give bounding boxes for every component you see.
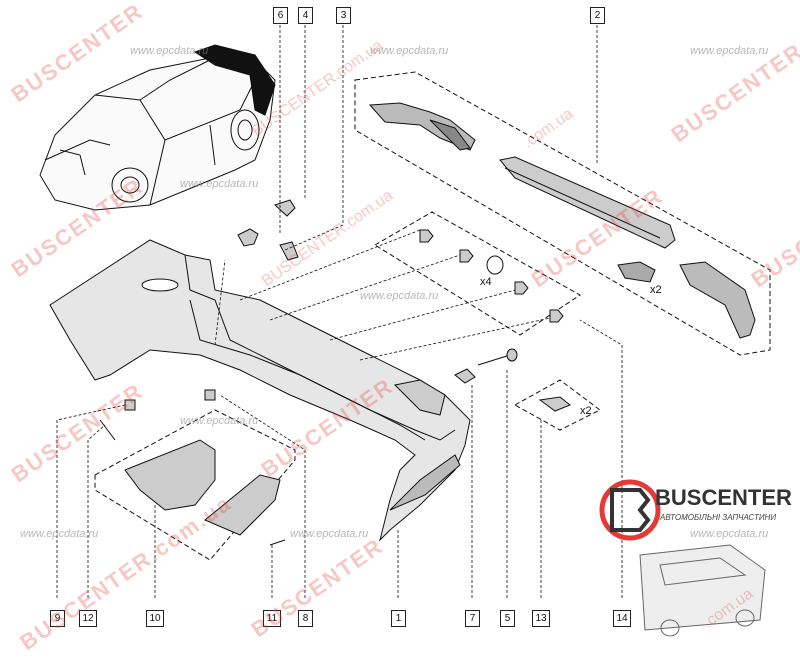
- watermark-epc-3: www.epcdata.ru: [690, 45, 769, 57]
- watermark-epc-1: www.epcdata.ru: [130, 45, 209, 57]
- upper-spoiler-group: [354, 71, 771, 356]
- lower-bracket: [94, 389, 296, 561]
- quantity-x2-upper: x2: [650, 284, 662, 296]
- rear-bumper: [49, 239, 471, 542]
- callout-6: 6: [273, 7, 288, 24]
- callout-9: 9: [50, 610, 65, 627]
- callout-3: 3: [336, 7, 351, 24]
- watermark-epc-8: www.epcdata.ru: [290, 528, 369, 540]
- callout-14: 14: [613, 610, 631, 627]
- callout-10: 10: [146, 610, 164, 627]
- callout-5: 5: [500, 610, 515, 627]
- clips-top: [237, 199, 299, 261]
- callout-12: 12: [79, 610, 97, 627]
- callout-8: 8: [298, 610, 313, 627]
- callout-1: 1: [391, 610, 406, 627]
- watermark-epc-6: www.epcdata.ru: [180, 415, 259, 427]
- quantity-x2-lower: x2: [580, 405, 592, 417]
- watermark-epc-4: www.epcdata.ru: [180, 178, 259, 190]
- quantity-x4: x4: [480, 276, 492, 288]
- watermark-epc-2: www.epcdata.ru: [370, 45, 449, 57]
- bus-icon: [639, 544, 766, 637]
- logo-name: BUSCENTER: [655, 485, 792, 510]
- watermark-epc-9: www.epcdata.ru: [690, 528, 769, 540]
- logo-tagline: АВТОМОБІЛЬНІ ЗАПЧАСТИНИ: [660, 513, 777, 522]
- callout-4: 4: [298, 7, 313, 24]
- callout-11: 11: [263, 610, 281, 627]
- callout-7: 7: [465, 610, 480, 627]
- watermark-epc-5: www.epcdata.ru: [360, 290, 439, 302]
- callout-2: 2: [590, 7, 605, 24]
- car-icon: [39, 44, 276, 211]
- watermark-epc-7: www.epcdata.ru: [20, 528, 99, 540]
- logo-mark: [599, 479, 661, 541]
- fasteners-row: [374, 211, 581, 336]
- callout-13: 13: [532, 610, 550, 627]
